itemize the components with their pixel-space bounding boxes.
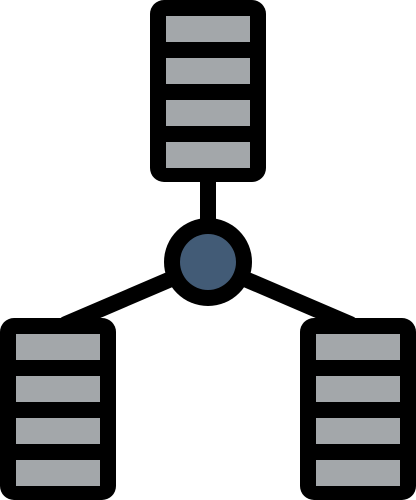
server-bottom-left-slot-2 (16, 376, 100, 402)
server-bottom-left-slot-4 (16, 460, 100, 486)
server-bottom-left (0, 318, 116, 500)
server-top-body (150, 0, 266, 182)
hub-node (164, 218, 252, 306)
server-bottom-right-slot-3 (316, 418, 400, 444)
server-bottom-right-slot-1 (316, 334, 400, 360)
server-bottom-right (300, 318, 416, 500)
server-bottom-left-slot-1 (16, 334, 100, 360)
connector-right (230, 268, 358, 332)
server-top-slot-2 (166, 58, 250, 84)
server-top-slot-3 (166, 100, 250, 126)
server-bottom-left-slot-3 (16, 418, 100, 444)
connector-left (58, 268, 186, 332)
server-bottom-right-body (300, 318, 416, 500)
server-bottom-right-slot-4 (316, 460, 400, 486)
server-bottom-left-body (0, 318, 116, 500)
server-top (150, 0, 266, 182)
server-bottom-right-slot-2 (316, 376, 400, 402)
server-top-slot-4 (166, 142, 250, 168)
hub-center (180, 234, 236, 290)
server-top-slot-1 (166, 16, 250, 42)
